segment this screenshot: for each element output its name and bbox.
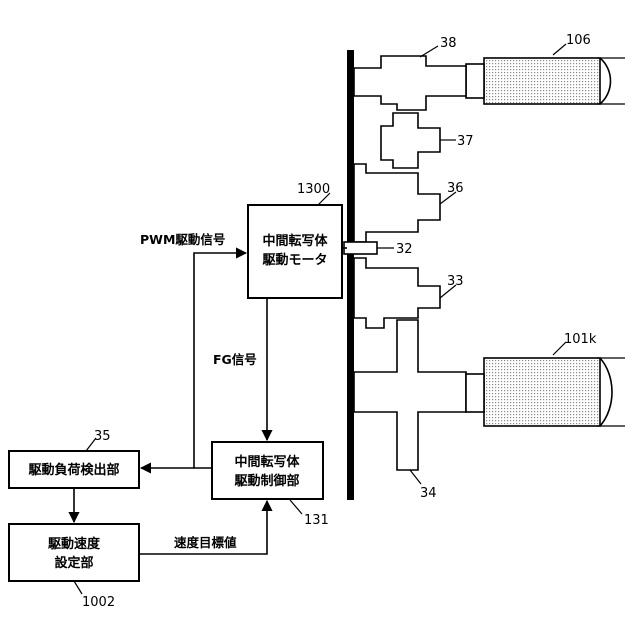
speed-setter-label-line1: 駆動速度 bbox=[48, 536, 101, 552]
ref-34: 34 bbox=[420, 486, 437, 501]
fg-signal-label: FG信号 bbox=[213, 352, 257, 367]
ref-101k: 101k bbox=[564, 332, 597, 347]
roller-101k bbox=[466, 358, 625, 426]
controller-label-line2: 駆動制御部 bbox=[234, 473, 299, 489]
shaft-32 bbox=[344, 242, 377, 254]
pwm-signal-label: PWM駆動信号 bbox=[140, 232, 225, 247]
speed-setter-label-line2: 設定部 bbox=[54, 555, 93, 571]
ref-37: 37 bbox=[457, 134, 474, 149]
ref-36: 36 bbox=[447, 181, 464, 196]
ref-33: 33 bbox=[447, 274, 464, 289]
load-detector-label: 駆動負荷検出部 bbox=[28, 462, 119, 478]
ref-35: 35 bbox=[94, 429, 111, 444]
ref-106: 106 bbox=[566, 33, 591, 48]
gear-33 bbox=[354, 258, 440, 328]
controller-label-line1: 中間転写体 bbox=[234, 454, 300, 470]
speed-target-label: 速度目標値 bbox=[174, 535, 237, 550]
frame-plate bbox=[347, 50, 354, 500]
motor-label-line1: 中間転写体 bbox=[262, 233, 328, 249]
controller-block bbox=[212, 442, 323, 499]
gear-38 bbox=[354, 56, 466, 110]
motor-label-line2: 駆動モータ bbox=[262, 252, 327, 268]
ref-131: 131 bbox=[304, 513, 329, 528]
motor-block bbox=[248, 205, 342, 298]
ref-1002: 1002 bbox=[82, 595, 115, 610]
roller-106 bbox=[466, 58, 625, 104]
gear-36 bbox=[354, 164, 440, 242]
ref-1300: 1300 bbox=[297, 182, 330, 197]
gear-34 bbox=[354, 320, 466, 470]
ref-38: 38 bbox=[440, 36, 457, 51]
ref-32: 32 bbox=[396, 242, 413, 257]
speed-setter-block bbox=[9, 524, 139, 581]
gear-37 bbox=[381, 113, 440, 168]
